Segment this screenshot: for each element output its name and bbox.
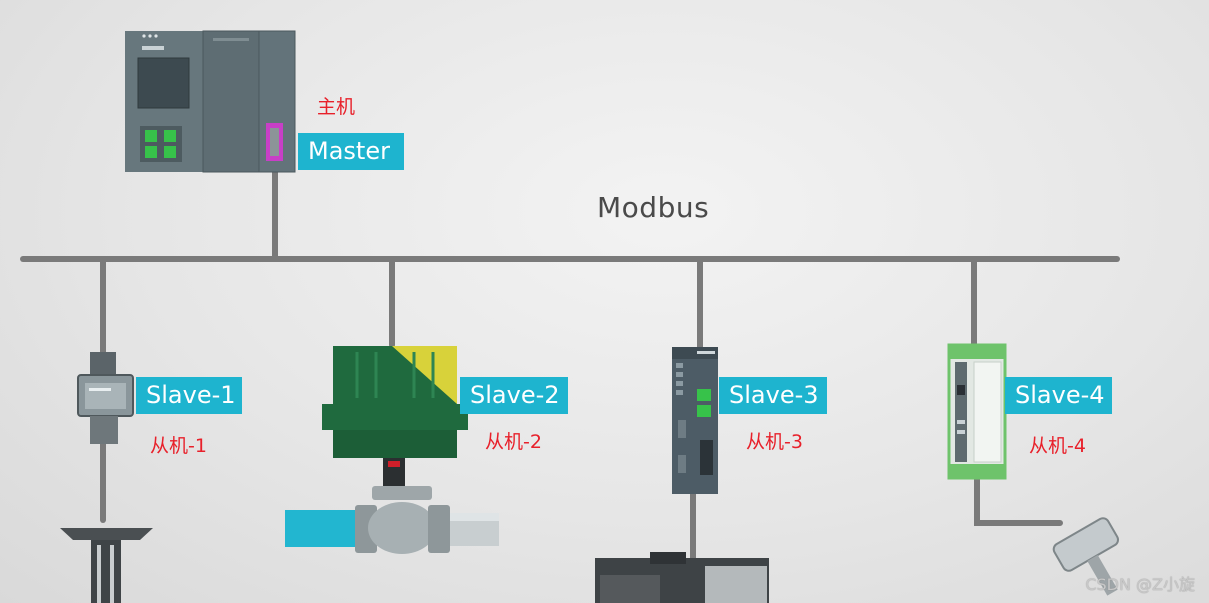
slave-1-cn-label: 从机-1 xyxy=(150,435,207,457)
slave-2-device xyxy=(285,346,499,554)
slave-2-cn-label: 从机-2 xyxy=(485,431,542,453)
master-cn-label: 主机 xyxy=(317,96,356,118)
master-label: Master xyxy=(298,133,404,170)
slave-4-label: Slave-4 xyxy=(1005,377,1112,414)
watermark: CSDN @Z小旋 xyxy=(1085,575,1195,594)
slave-4-down-line xyxy=(974,475,1063,526)
slave-4-device xyxy=(947,343,1120,596)
slave-1-device xyxy=(60,352,153,603)
slave-3-cn-label: 从机-3 xyxy=(746,431,803,453)
slave-1-label: Slave-1 xyxy=(136,377,242,414)
slave-2-label: Slave-2 xyxy=(460,377,568,414)
bus-lines xyxy=(20,167,1120,563)
slave-4-cn-label: 从机-4 xyxy=(1029,435,1086,457)
modbus-title: Modbus xyxy=(597,191,710,224)
master-plc-device xyxy=(125,30,296,173)
slave-3-label: Slave-3 xyxy=(719,377,827,414)
slave-3-device xyxy=(595,347,769,603)
